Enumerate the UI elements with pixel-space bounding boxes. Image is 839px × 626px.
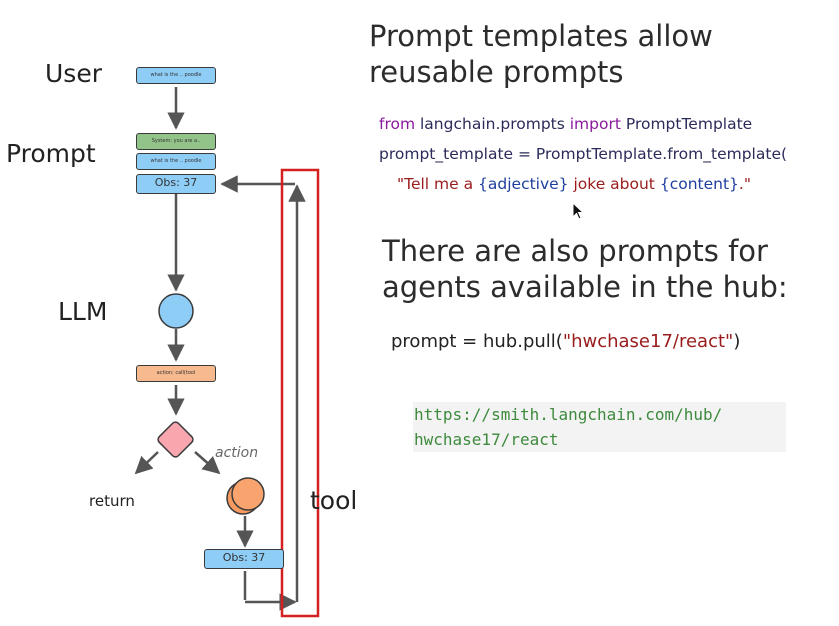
system-message-box: System: you are a.. <box>136 133 216 150</box>
keyword: from <box>379 115 416 133</box>
llm-node <box>158 293 194 329</box>
code-import-line: from langchain.prompts import PromptTemp… <box>379 115 752 133</box>
agent-flow-diagram <box>134 87 320 618</box>
return-label: return <box>89 492 135 510</box>
heading-hub-prompts: There are also prompts for agents availa… <box>382 233 788 305</box>
code-hub-pull-line: prompt = hub.pull("hwchase17/react") <box>391 331 740 352</box>
heading-prompt-templates: Prompt templates allow reusable prompts <box>369 18 713 90</box>
prompt-label: Prompt <box>6 139 96 168</box>
tool-loop-highlight <box>280 168 320 618</box>
code-text: langchain.prompts <box>415 115 570 133</box>
hub-url-line[interactable]: https://smith.langchain.com/hub/ <box>414 405 723 424</box>
code-text: PromptTemplate <box>620 115 753 133</box>
code-template-line: prompt_template = PromptTemplate.from_te… <box>379 145 788 163</box>
action-call-box: action: call(tool <box>136 365 216 382</box>
heading-line: Prompt templates allow <box>369 19 713 53</box>
user-label: User <box>45 59 102 88</box>
user-message-box: what is the .. poodle <box>136 67 216 84</box>
prompt-observation-box: Obs: 37 <box>136 174 216 194</box>
string: "Tell me a <box>397 175 479 193</box>
action-label: action <box>215 445 259 461</box>
keyword: import <box>569 115 621 133</box>
string: ." <box>738 175 751 193</box>
string: joke about <box>568 175 660 193</box>
heading-line: reusable prompts <box>369 55 624 89</box>
tool-label: tool <box>310 486 358 515</box>
placeholder: {content} <box>659 175 739 193</box>
mouse-cursor-icon <box>572 202 585 220</box>
hub-url-block[interactable]: https://smith.langchain.com/hub/ hwchase… <box>413 402 786 452</box>
hub-url-line[interactable]: hwchase17/react <box>414 430 559 449</box>
code-text: ) <box>733 331 741 352</box>
string: "hwchase17/react" <box>562 331 734 352</box>
placeholder: {adjective} <box>478 175 569 193</box>
tool-observation-box: Obs: 37 <box>204 549 284 569</box>
llm-label: LLM <box>58 297 108 326</box>
prompt-user-message-box: what is the .. poodle <box>136 153 216 170</box>
decision-diamond <box>157 421 194 458</box>
heading-line: There are also prompts for <box>382 234 768 268</box>
arrow-decision-to-tool <box>194 451 221 475</box>
code-string-line: "Tell me a {adjective} joke about {conte… <box>397 175 751 193</box>
tool-node-front <box>231 477 265 511</box>
arrow-decision-to-return <box>134 451 159 475</box>
code-text: prompt = hub.pull( <box>391 331 563 352</box>
heading-line: agents available in the hub: <box>382 270 788 304</box>
